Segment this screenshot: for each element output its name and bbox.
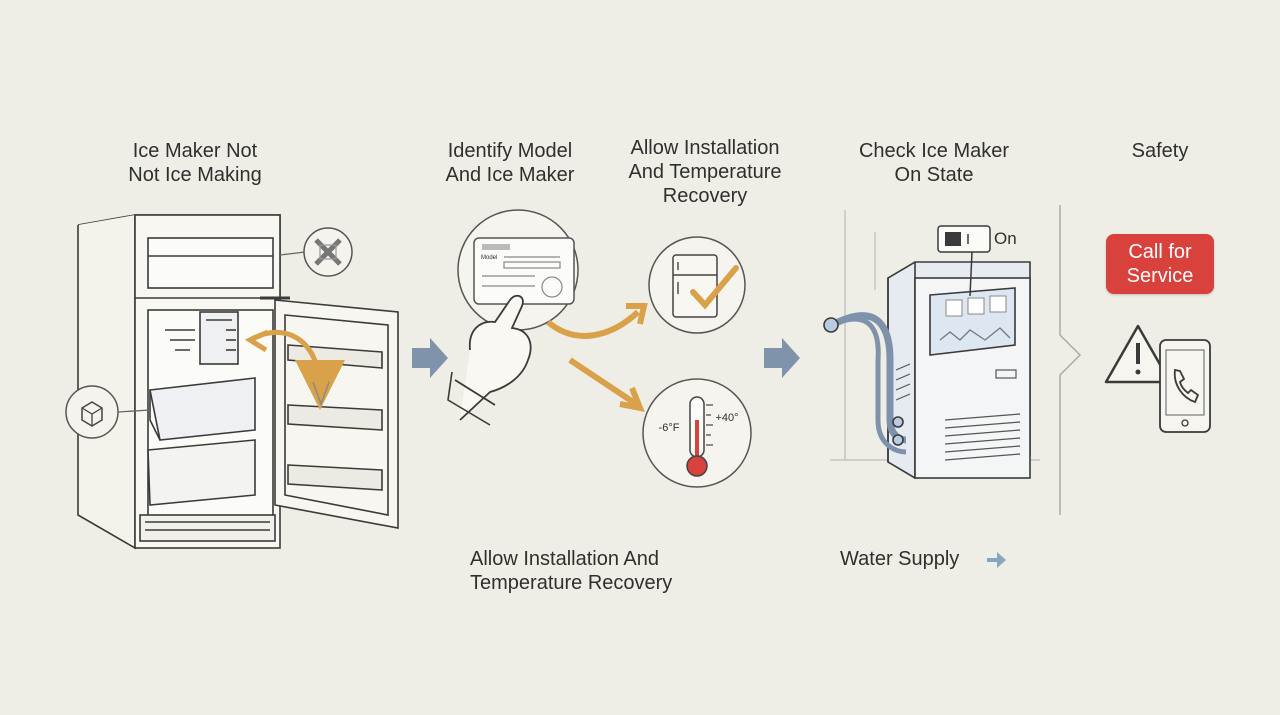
flow-arrow-2 xyxy=(764,338,800,378)
step2-title: Identify Model And Ice Maker xyxy=(445,140,575,186)
thermometer-icon xyxy=(642,378,752,488)
phone-icon xyxy=(1159,339,1211,433)
ice-maker-machine xyxy=(823,210,1040,479)
call-for-service-button[interactable]: Call for Service xyxy=(1106,234,1214,294)
step3-title: Allow Installation And Temperature Recov… xyxy=(628,137,782,207)
ice-cube-icon xyxy=(65,385,151,439)
model-card-text: Model xyxy=(481,255,498,261)
no-ice-icon xyxy=(279,227,353,277)
temp-high-label: +40° xyxy=(715,412,739,424)
temp-low-label: -6°F xyxy=(658,422,680,434)
section-divider xyxy=(1059,205,1082,515)
flow-arrow-1 xyxy=(412,338,448,378)
step5-title: Safety xyxy=(1131,140,1189,162)
step1-title: Ice Maker Not Not Ice Making xyxy=(128,140,262,186)
recovery-caption: Allow Installation And Temperature Recov… xyxy=(470,548,673,594)
step4-title: Check Ice Maker On State xyxy=(858,140,1010,186)
arrow-to-temperature xyxy=(568,357,638,407)
refrigerator-illustration xyxy=(77,214,399,550)
power-switch xyxy=(937,225,991,297)
arrow-to-recovery xyxy=(546,309,641,339)
switch-state-label: On xyxy=(994,229,1017,248)
water-supply-arrow-icon xyxy=(987,552,1006,568)
warning-icon xyxy=(1104,324,1172,384)
model-identification xyxy=(447,209,579,426)
water-supply-label: Water Supply xyxy=(840,548,960,570)
checkmark-icon xyxy=(648,236,746,334)
